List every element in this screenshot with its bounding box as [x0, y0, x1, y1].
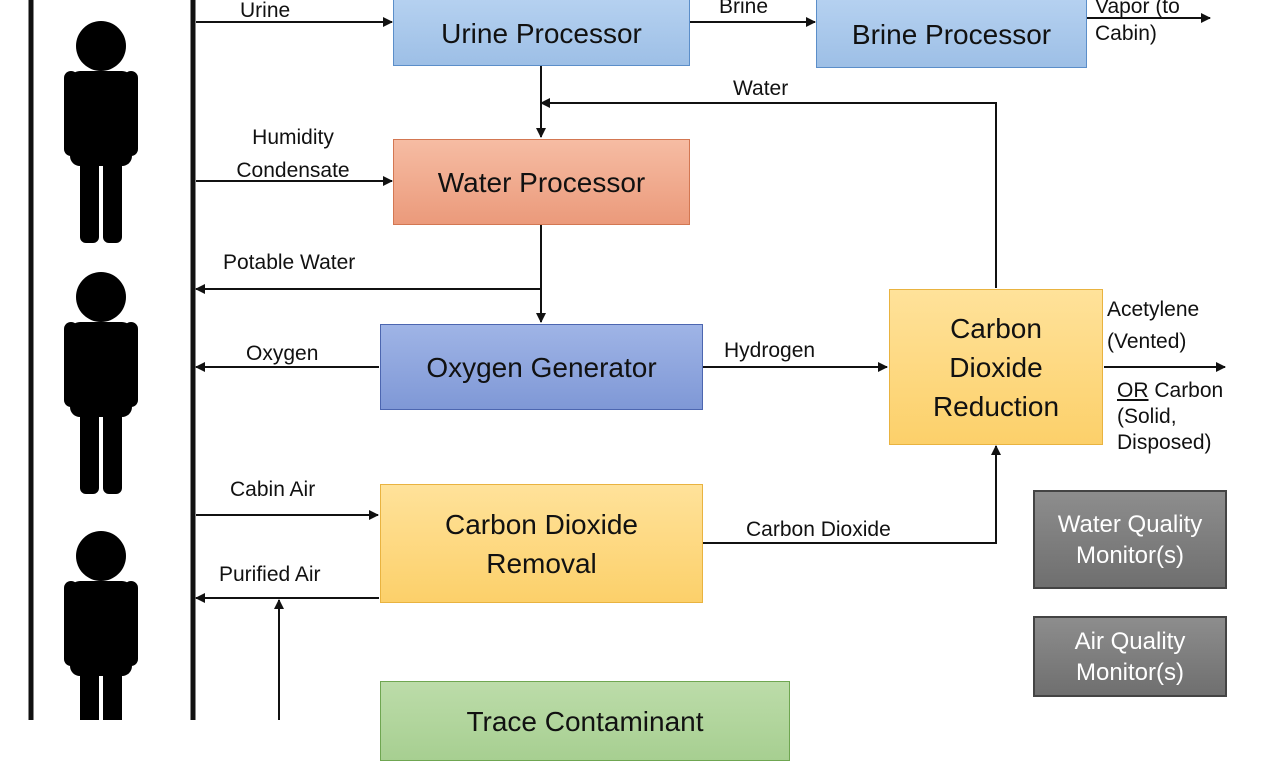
edge-carbon-dioxide: [703, 445, 1001, 544]
label-oxygen: Oxygen: [246, 342, 319, 365]
label-water: Water: [733, 77, 789, 100]
label-humidity-condensate: Humidity Condensate: [236, 126, 350, 182]
label-hydrogen: Hydrogen: [724, 339, 816, 362]
co2-reduction-label: Carbon Dioxide Reduction: [932, 312, 1060, 422]
air-quality-monitor-box: Air Quality Monitor(s): [1033, 616, 1227, 697]
person-icon: [64, 272, 138, 494]
water-processor-box: Water Processor: [393, 139, 690, 225]
label-carbon-output-text: Carbon (Solid, Disposed): [1117, 379, 1224, 454]
water-quality-monitor-label: Water Quality Monitor(s): [1057, 510, 1203, 569]
edge-water-return: [540, 98, 997, 288]
oxygen-generator-label: Oxygen Generator: [426, 351, 657, 383]
label-potable-water: Potable Water: [223, 251, 356, 274]
brine-processor-box: Brine Processor: [816, 0, 1087, 68]
label-cabin-air: Cabin Air: [230, 478, 316, 501]
label-brine: Brine: [719, 0, 769, 18]
co2-removal-label: Carbon Dioxide Removal: [445, 508, 638, 579]
label-vapor: Vapor (to Cabin): [1095, 0, 1180, 45]
water-quality-monitor-box: Water Quality Monitor(s): [1033, 490, 1227, 589]
label-carbon-output: OR Carbon (Solid, Disposed): [1117, 378, 1237, 456]
co2-reduction-box: Carbon Dioxide Reduction: [889, 289, 1103, 445]
urine-processor-box: Urine Processor: [393, 0, 690, 66]
person-icon: [64, 531, 138, 720]
label-or: OR: [1117, 379, 1149, 402]
crew-frame: [28, 0, 196, 720]
diagram-canvas: [28, 0, 1226, 720]
label-urine: Urine: [240, 0, 291, 22]
urine-processor-label: Urine Processor: [441, 17, 642, 49]
label-carbon-dioxide: Carbon Dioxide: [746, 518, 891, 541]
air-quality-monitor-label: Air Quality Monitor(s): [1074, 627, 1186, 686]
person-icon: [64, 21, 138, 243]
trace-contaminant-label: Trace Contaminant: [466, 706, 704, 737]
brine-processor-label: Brine Processor: [851, 18, 1052, 50]
water-processor-label: Water Processor: [437, 166, 646, 198]
co2-removal-box: Carbon Dioxide Removal: [380, 484, 703, 603]
label-acetylene: Acetylene (Vented): [1107, 298, 1200, 353]
oxygen-generator-box: Oxygen Generator: [380, 324, 703, 410]
trace-contaminant-box: Trace Contaminant: [380, 681, 790, 761]
label-purified-air: Purified Air: [219, 563, 321, 586]
